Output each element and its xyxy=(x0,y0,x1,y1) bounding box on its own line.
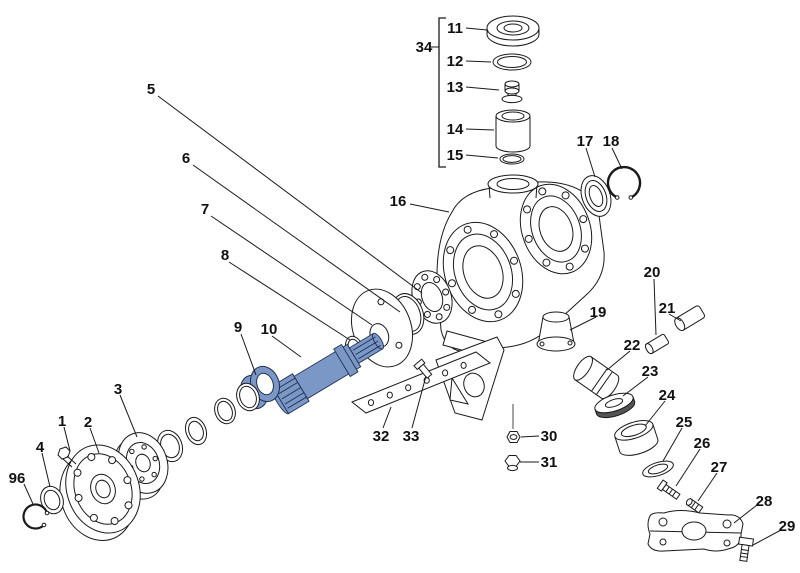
part-29-bolt xyxy=(738,536,755,562)
part-label-96: 96 xyxy=(9,470,26,487)
part-label-14: 14 xyxy=(447,121,464,138)
part-18-snap-ring xyxy=(606,165,642,200)
part-11-bearing xyxy=(486,15,540,47)
part-label-7: 7 xyxy=(201,201,209,218)
part-20-pin xyxy=(644,333,670,355)
part-26-screw xyxy=(656,479,681,500)
part-1-bolt xyxy=(57,446,77,468)
part-label-1: 1 xyxy=(58,413,66,430)
part-2-flange xyxy=(59,444,141,541)
part-13-fitting xyxy=(501,80,523,104)
part-96-snap-ring xyxy=(22,503,50,530)
part-4-ring xyxy=(40,485,64,515)
part-22-plunger xyxy=(573,355,620,400)
part-16-housing xyxy=(436,174,605,361)
part-label-4: 4 xyxy=(36,439,45,456)
part-label-25: 25 xyxy=(676,414,693,431)
part-label-29: 29 xyxy=(779,518,796,535)
part-label-11: 11 xyxy=(447,20,463,37)
part-label-21: 21 xyxy=(659,300,676,317)
part-label-8: 8 xyxy=(221,247,229,264)
part-label-5: 5 xyxy=(147,81,155,98)
part-labels: 1 2 3 4 5 6 7 8 9 10 11 12 13 14 15 16 1… xyxy=(9,20,796,535)
part-label-12: 12 xyxy=(447,53,464,70)
leader-lines xyxy=(23,27,782,546)
part-label-2: 2 xyxy=(84,414,92,431)
part-label-3: 3 xyxy=(114,381,122,398)
part-seal-rings xyxy=(156,382,260,463)
part-19-support-bracket xyxy=(536,311,576,352)
part-label-22: 22 xyxy=(624,337,641,354)
part-label-32: 32 xyxy=(373,428,390,445)
part-12-circlip xyxy=(492,53,532,71)
drawing-layer xyxy=(22,15,755,562)
part-33-stud xyxy=(413,358,433,379)
part-label-13: 13 xyxy=(447,79,464,96)
part-label-31: 31 xyxy=(541,454,558,471)
part-23-disc xyxy=(594,392,636,419)
part-32-bracket-plate xyxy=(351,336,505,421)
part-label-16: 16 xyxy=(390,193,407,210)
part-24-cup xyxy=(614,420,659,456)
part-label-24: 24 xyxy=(659,387,676,404)
part-27-stud xyxy=(685,497,704,514)
part-label-34: 34 xyxy=(416,39,433,56)
part-label-17: 17 xyxy=(577,133,594,150)
part-label-30: 30 xyxy=(541,428,558,445)
part-30-nut xyxy=(506,431,521,443)
part-14-valve-cup xyxy=(495,109,531,153)
part-label-27: 27 xyxy=(711,459,728,476)
part-label-23: 23 xyxy=(642,363,659,380)
part-label-9: 9 xyxy=(234,319,242,336)
part-label-6: 6 xyxy=(182,150,190,167)
part-25-washer xyxy=(642,460,674,478)
assembly-group-bracket xyxy=(438,17,446,168)
part-31-bolt xyxy=(504,455,521,472)
part-label-15: 15 xyxy=(447,147,464,164)
part-label-19: 19 xyxy=(590,304,607,321)
part-label-26: 26 xyxy=(694,435,711,452)
part-label-28: 28 xyxy=(756,493,773,510)
part-label-10: 10 xyxy=(261,321,278,338)
part-28-rod-clamp xyxy=(647,510,744,552)
part-15-o-ring xyxy=(499,153,525,165)
part-label-20: 20 xyxy=(644,264,661,281)
part-17-seal-ring xyxy=(580,175,612,217)
part-label-33: 33 xyxy=(403,428,420,445)
part-label-18: 18 xyxy=(603,133,620,150)
